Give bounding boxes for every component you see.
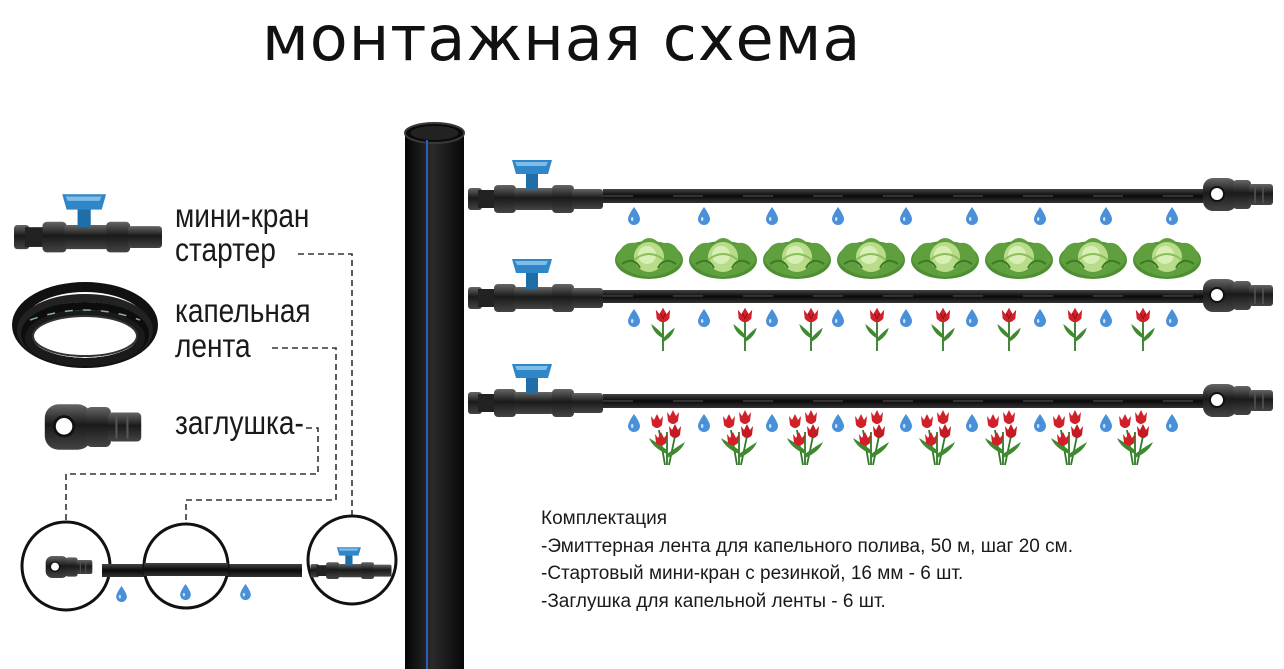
valve-icon xyxy=(468,364,603,417)
tulip-icon xyxy=(798,306,824,351)
legend-label-mini-valve: мини-кран xyxy=(175,197,310,234)
tulip-bouquet-icon xyxy=(648,410,686,465)
drip-row-2 xyxy=(468,259,1273,351)
water-drops xyxy=(628,207,1178,225)
legend-label-starter: стартер xyxy=(175,231,276,268)
water-drops xyxy=(628,309,1178,327)
cabbage-icon xyxy=(614,237,684,280)
end-plug-icon xyxy=(1203,278,1273,313)
main-supply-pipe xyxy=(404,122,465,669)
tulip-bouquet-icon xyxy=(984,410,1022,465)
cabbage-icon xyxy=(836,237,906,280)
tulip-icon xyxy=(996,306,1022,351)
legend-label-drip-tape-1: капельная xyxy=(175,292,311,329)
cabbage-icon xyxy=(688,237,758,280)
cabbage-icon xyxy=(1058,237,1128,280)
legend-label-drip-tape-2: лента xyxy=(175,327,251,364)
drip-row-3 xyxy=(468,364,1273,465)
detail-circle-end-plug xyxy=(20,520,112,612)
valve-icon xyxy=(468,259,603,312)
valve-icon xyxy=(468,160,603,213)
end-plug-icon xyxy=(1203,177,1273,212)
drip-row-1 xyxy=(468,160,1273,280)
tulip-bouquet-icon xyxy=(720,410,758,465)
tulip-icon xyxy=(930,306,956,351)
tulip-bouquet-icon xyxy=(1116,410,1154,465)
tulip-bouquet-icon xyxy=(852,410,890,465)
cabbage-icon xyxy=(762,237,832,280)
kit-contents: Комплектация -Эмиттерная лента для капел… xyxy=(541,505,1261,615)
kit-item: -Заглушка для капельной ленты - 6 шт. xyxy=(541,590,886,612)
cabbage-icon xyxy=(1132,237,1202,280)
tulip-bouquets xyxy=(648,410,1154,465)
page-title: монтажная схема xyxy=(262,2,862,75)
drip-tape-coil-icon xyxy=(12,282,158,368)
detail-circle-valve xyxy=(306,514,398,606)
tulip-icon xyxy=(1130,306,1156,351)
cabbage-icon xyxy=(910,237,980,280)
kit-item: -Стартовый мини-кран с резинкой, 16 мм -… xyxy=(541,563,964,584)
legend-end-plug-icon xyxy=(44,402,142,452)
tulip-bouquet-icon xyxy=(918,410,956,465)
end-plug-icon xyxy=(1203,383,1273,418)
detail-circle-drip-tape xyxy=(142,522,230,610)
tulip-icon xyxy=(864,306,890,351)
tulip-icon xyxy=(1062,306,1088,351)
tulip-icon xyxy=(650,306,676,351)
legend-label-end-plug: заглушка- xyxy=(175,404,304,441)
water-drops xyxy=(628,414,1178,432)
tulip-bouquet-icon xyxy=(786,410,824,465)
leader-lines xyxy=(65,253,353,520)
cabbage-icon xyxy=(984,237,1054,280)
cabbage-plants xyxy=(614,237,1202,280)
kit-heading: Комплектация xyxy=(541,508,668,529)
tulip-icon xyxy=(732,306,758,351)
kit-item: -Эмиттерная лента для капельного полива,… xyxy=(541,535,1073,557)
legend-valve-icon xyxy=(14,194,162,253)
tulip-bouquet-icon xyxy=(1050,410,1088,465)
